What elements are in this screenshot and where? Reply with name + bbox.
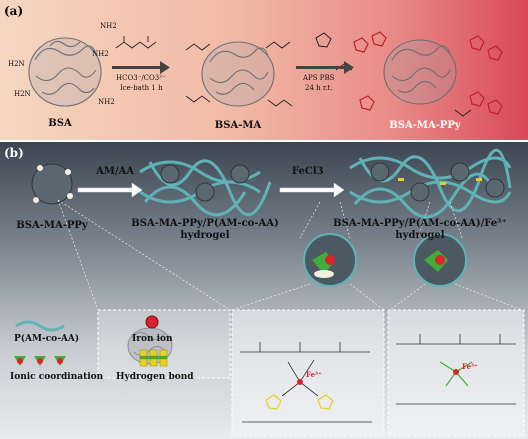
bsa-ma-ppy-protein [383,39,457,105]
bsa-ma-label: BSA-MA [214,120,262,131]
panel-b-letter: (b) [4,146,24,160]
legend-hbond-label: Hydrogen bond [116,372,194,382]
hydrogel-1-label-line2: hydrogel [180,230,230,241]
legend-polymer-swatch [15,320,65,332]
inset-ionic-iron [297,379,303,385]
inset-hbond-iron [453,369,459,375]
pyrrole-reagent [315,32,332,48]
inset-hbond-chemistry [396,334,516,405]
inset-box-ionic [231,309,385,437]
arrow2-condition-2: 24 h r.t. [305,84,333,92]
inset-ionic-fe-label: Fe³⁺ [306,370,322,379]
ppy-rings [353,31,503,115]
zoom-circle-right [413,233,467,287]
inset-ionic-chemistry [240,342,372,423]
panel-a-letter: (a) [4,4,24,18]
hydrogel-network-2 [349,149,512,219]
hydrogel-2-label-line2: hydrogel [395,230,445,241]
arrow2-condition-1: APS PBS [303,74,335,82]
bsa-ma-ppy-label: BSA-MA-PPy [389,120,461,131]
inset-hbond-fe-label: Fe³⁺ [462,362,478,371]
arrow-fecl3-label: FeCl3 [292,166,324,177]
inset-box-protein [97,309,231,379]
hydrogel-2-label-line1: BSA-MA-PPy/P(AM-co-AA)/Fe³⁺ [333,218,507,229]
zoom-lines [57,199,523,311]
panel-a-graphics [28,31,503,117]
hydrogel-2-particles [370,162,505,202]
hydrogel-1-particles [160,164,250,202]
panel-b-graphics [14,149,525,437]
legend-hbond-swatch [139,349,168,367]
arrow1-condition-2: Ice-bath 1 h [120,84,163,92]
panel-b: (b) AM/AA FeCl3 BSA-MA-PPy BSA-MA-PPy/P(… [0,142,528,439]
bsa-ma-ppy-particle-label: BSA-MA-PPy [16,220,88,231]
panel-a: (a) NH2 NH2 H2N H2N NH2 HCO3⁻/CO3²⁻ Ice-… [0,0,528,140]
bsa-ma-ppy-particle [31,163,73,205]
arrow-am-aa-label: AM/AA [96,166,134,177]
zoom-circle-left [303,233,357,287]
legend-ionic-swatch [14,356,66,366]
h2n-label-left: H2N [8,60,25,68]
legend-iron-label: Iron ion [132,334,173,344]
nh2-label-top: NH2 [100,22,117,30]
hydrogel-1-label-line1: BSA-MA-PPy/P(AM-co-AA) [131,218,279,229]
bsa-ma-protein [201,41,275,107]
panel-b-arrows [77,182,345,198]
bsa-protein [28,37,102,107]
panel-a-arrows [112,61,354,74]
h2n-label-bottom: H2N [14,90,31,98]
hydrogel-2-crosslinks [398,178,482,185]
bsa-label: BSA [48,118,72,129]
nh2-label-bottom: NH2 [98,98,115,106]
arrow1-condition-1: HCO3⁻/CO3²⁻ [116,74,166,82]
legend-polymer-label: P(AM-co-AA) [14,334,80,344]
reagent-structure [115,36,157,49]
nh2-label-right: NH2 [92,50,109,58]
legend-iron-swatch [145,315,159,329]
legend-ionic-label: Ionic coordination [10,372,104,382]
